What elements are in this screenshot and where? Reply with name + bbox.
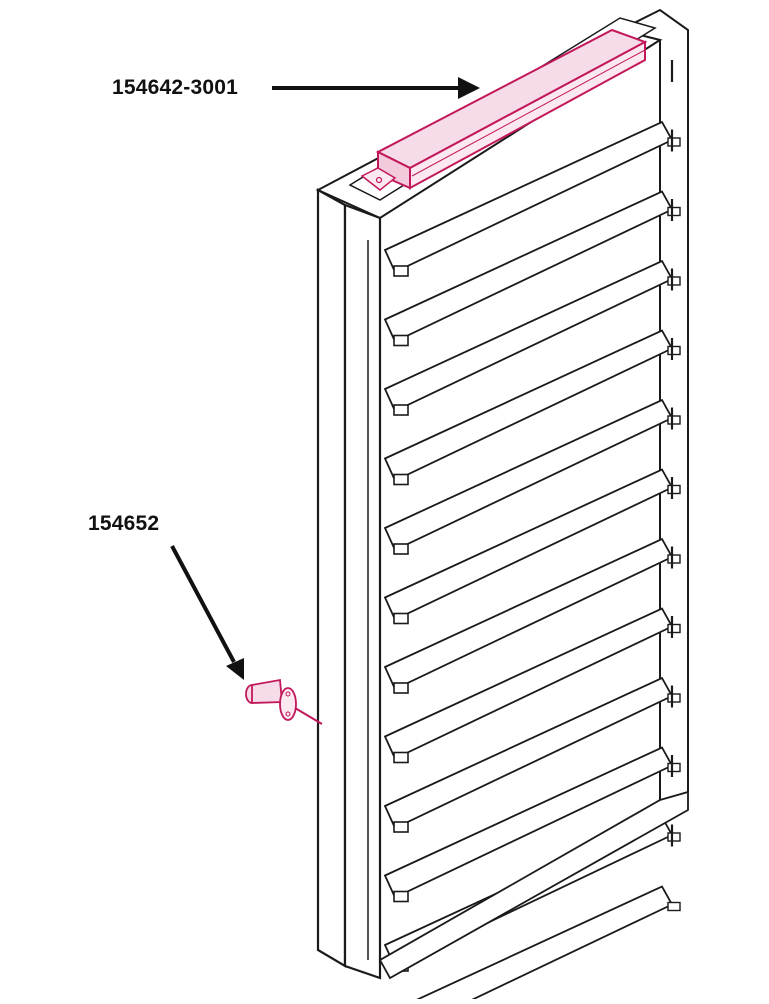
louver-pivot [393, 404, 409, 416]
louver-pivot [393, 890, 409, 903]
arrow-head [226, 658, 244, 680]
frame-bottom-rail [378, 790, 689, 980]
actuator-top-face [375, 28, 648, 170]
louver-right-tab [667, 276, 681, 286]
pin-flange [279, 687, 297, 721]
louver-pivot [393, 682, 409, 694]
louver-pivot [393, 543, 409, 555]
louver-pivot [393, 821, 409, 833]
arrow-154652 [170, 545, 244, 680]
louver-blade [383, 537, 674, 691]
louver-blade-edge [384, 608, 663, 737]
louver-blade [383, 190, 674, 343]
louver-blade [383, 468, 674, 621]
louver-blade-edge [384, 677, 663, 807]
pin-flange-hole-bottom [285, 711, 291, 717]
arrow-head [458, 77, 480, 99]
part-154652 [245, 678, 323, 725]
part-label-154642-3001: 154642-3001 [112, 76, 238, 99]
louver-pivot [393, 473, 409, 486]
louver-blade-edge [384, 538, 663, 668]
louver-right-tab [667, 762, 681, 773]
louver-right-tab [667, 832, 681, 842]
louver-right-tab [667, 623, 681, 634]
actuator-side-face [409, 40, 646, 190]
pin-rod [294, 707, 323, 725]
louver-blade [383, 259, 674, 413]
actuator-edge-line [411, 49, 646, 177]
louver-right-tab [667, 345, 681, 356]
louver-right-tab [667, 693, 681, 703]
pin-cylinder-body [251, 678, 283, 704]
louver-right-tab [667, 554, 681, 564]
frame-left-post-front [316, 188, 347, 968]
louver-pivot [393, 612, 409, 625]
louver-blade-edge [384, 330, 663, 459]
part-label-154652: 154652 [88, 512, 160, 535]
louver-pivot [393, 751, 409, 764]
louver-blade [383, 676, 674, 830]
louver-blade-edge [384, 399, 663, 529]
louver-right-tab [667, 206, 681, 217]
louver-blades [383, 120, 681, 1004]
louver-right-tab [667, 137, 681, 147]
frame-left-post-side [343, 203, 382, 980]
louver-blade-edge [384, 469, 663, 598]
arrow-154642-3001 [272, 77, 480, 99]
actuator-mount-tab [360, 167, 397, 191]
louver-right-tab [667, 484, 681, 495]
louver-blade-edge [384, 121, 663, 251]
louver-right-tab [667, 901, 681, 912]
louver-blade-edge [384, 191, 663, 320]
louver-blade-edge [384, 260, 663, 390]
louver-pivot [393, 265, 409, 277]
louver-blade-edge [406, 886, 663, 1004]
louver-blade [383, 398, 674, 552]
louver-blade [383, 607, 674, 760]
part-154642-3001 [360, 28, 648, 191]
louver-blade-edge [384, 747, 663, 876]
louver-right-tab [667, 415, 681, 425]
louver-pivot [393, 334, 409, 347]
arrow-shaft [170, 545, 236, 663]
louver-blade [383, 329, 674, 482]
pin-flange-hole-top [285, 691, 291, 697]
actuator-mount-hole [375, 176, 383, 184]
